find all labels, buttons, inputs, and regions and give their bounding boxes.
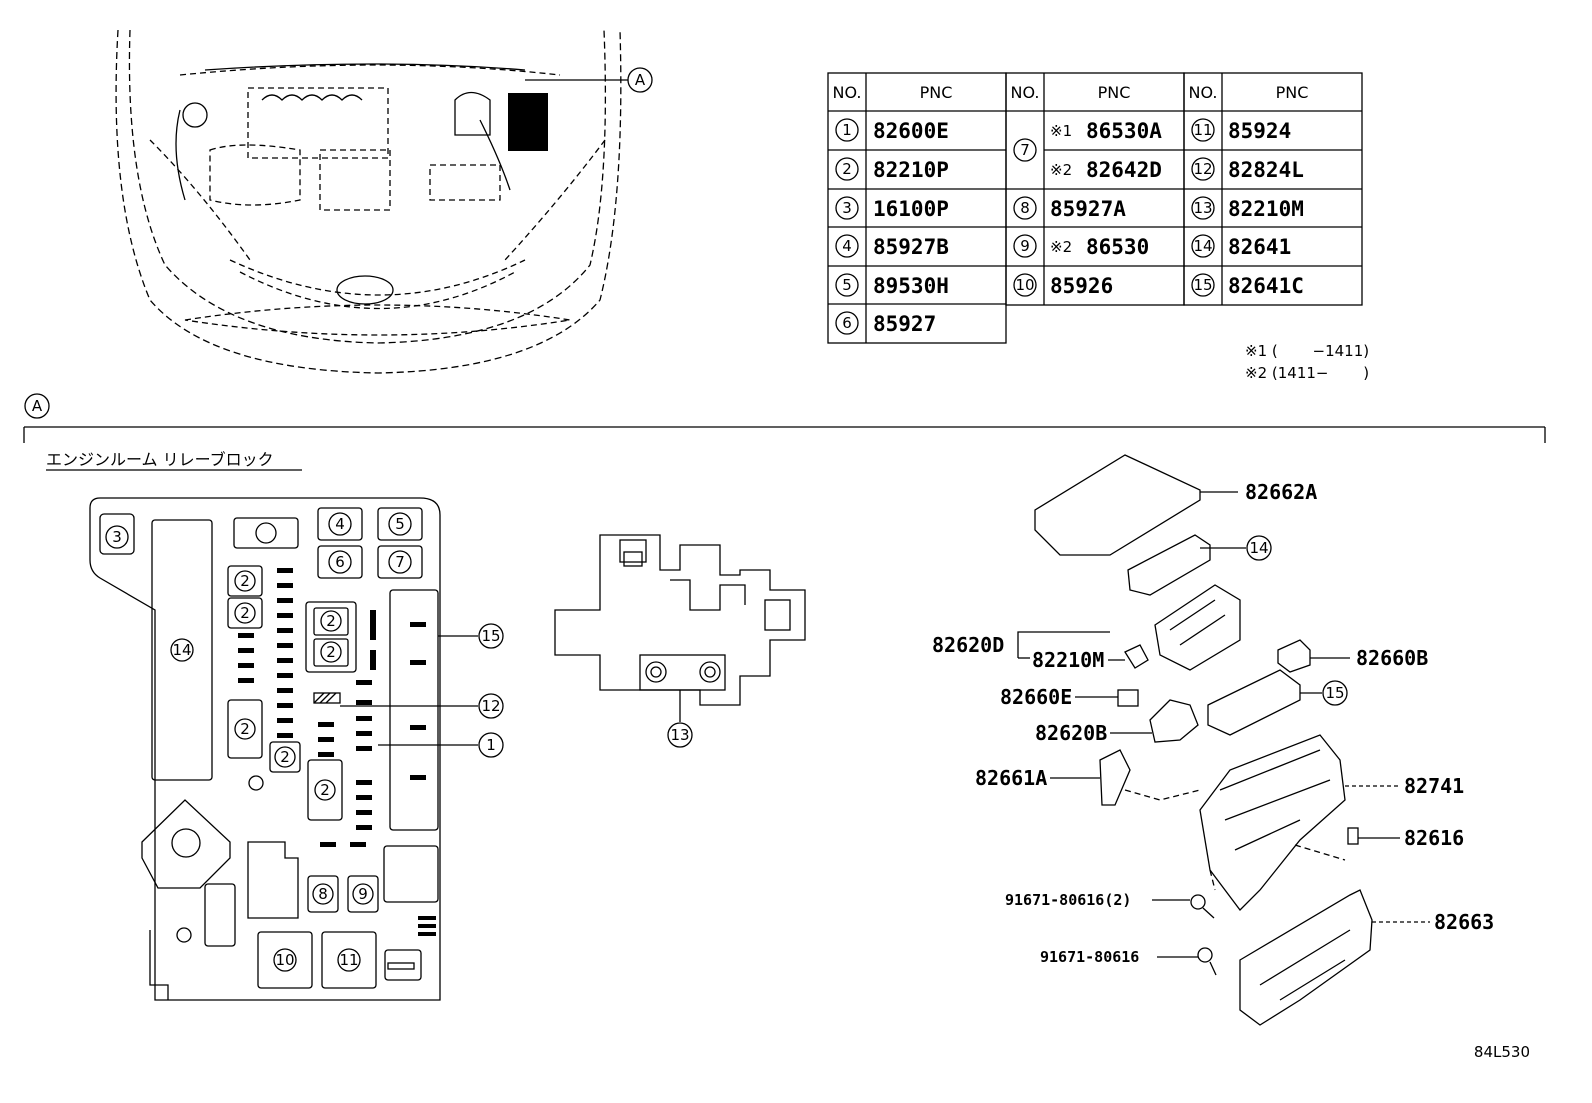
callout-13: 13 (670, 726, 689, 744)
table-row-no: 5 (842, 276, 852, 294)
table-row-no: 13 (1193, 199, 1212, 217)
engine-bay-view (115, 29, 653, 374)
table-row-pnc: 82210M (1228, 197, 1304, 221)
note-2: ※2 (1411− ) (1245, 364, 1369, 382)
note-1: ※1 ( −1411) (1245, 342, 1369, 360)
table-header-no: NO. (1189, 83, 1218, 102)
callout-2: 2 (326, 643, 336, 661)
table-row-pnc: 82642D (1086, 158, 1162, 182)
callout-8: 8 (318, 885, 328, 903)
table-row-pnc: 16100P (873, 197, 949, 221)
table-row-pnc: 82641C (1228, 274, 1304, 298)
table-row-no: 15 (1193, 276, 1212, 294)
table-row-pnc: 85926 (1050, 274, 1113, 298)
part-label-82663: 82663 (1434, 910, 1494, 934)
table-row-pnc: 85927B (873, 235, 949, 259)
table-header-no: NO. (833, 83, 862, 102)
callout-7: 7 (395, 553, 405, 571)
legend-table (827, 72, 1363, 344)
callout-14: 14 (1249, 539, 1268, 557)
callout-10: 10 (275, 951, 294, 969)
callout-1: 1 (486, 736, 496, 754)
table-row-pnc: 82641 (1228, 235, 1291, 259)
table-row-no: 11 (1193, 121, 1212, 139)
callout-4: 4 (335, 515, 345, 533)
table-header-pnc: PNC (1276, 83, 1309, 102)
table-row-pnc: 82824L (1228, 158, 1304, 182)
part-label-91671-80616: 91671-80616 (1040, 948, 1139, 966)
table-row-no: 4 (842, 237, 852, 255)
table-header-no: NO. (1011, 83, 1040, 102)
callout-11: 11 (339, 951, 358, 969)
table-row-no: 3 (842, 199, 852, 217)
relay-side-view (554, 534, 806, 748)
callout-2: 2 (240, 572, 250, 590)
table-row-no: 2 (842, 160, 852, 178)
table-row-pnc: 86530 (1086, 235, 1149, 259)
callout-2: 2 (320, 781, 330, 799)
part-label-82662A: 82662A (1245, 480, 1317, 504)
callout-2: 2 (326, 612, 336, 630)
part-label-82616: 82616 (1404, 826, 1464, 850)
table-row-mark: ※2 (1050, 161, 1072, 179)
table-row-no: 9 (1020, 237, 1030, 255)
table-row-pnc: 85924 (1228, 119, 1291, 143)
table-row-no: 1 (842, 121, 852, 139)
table-row-pnc: 85927 (873, 312, 936, 336)
table-row-no: 6 (842, 314, 852, 332)
table-header-pnc: PNC (1098, 83, 1131, 102)
callout-15: 15 (481, 627, 500, 645)
section-marker-A: A (32, 397, 43, 415)
table-row-mark: ※2 (1050, 238, 1072, 256)
part-label-91671-80616-qty2: 91671-80616(2) (1005, 891, 1131, 909)
callout-14: 14 (172, 641, 191, 659)
callout-6: 6 (335, 553, 345, 571)
table-row-pnc: 82210P (873, 158, 949, 182)
callout-12: 12 (481, 697, 500, 715)
table-row-no: 10 (1015, 276, 1034, 294)
part-label-82660E: 82660E (1000, 685, 1072, 709)
table-row-no: 14 (1193, 237, 1212, 255)
table-header-pnc: PNC (920, 83, 953, 102)
callout-2: 2 (240, 720, 250, 738)
callout-A-top: A (635, 71, 646, 89)
diagram-code: 84L530 (1474, 1043, 1530, 1061)
callout-15: 15 (1325, 684, 1344, 702)
section-divider (23, 393, 1546, 471)
callout-2: 2 (280, 748, 290, 766)
table-row-no: 8 (1020, 199, 1030, 217)
section-title: エンジンルーム リレーブロック (46, 450, 274, 469)
part-label-82741: 82741 (1404, 774, 1464, 798)
part-label-82620B: 82620B (1035, 721, 1107, 745)
table-row-no: 7 (1020, 141, 1030, 159)
exploded-view (1017, 454, 1430, 1026)
relay-block-top-view (89, 497, 504, 1001)
part-label-82210M: 82210M (1032, 648, 1104, 672)
callout-9: 9 (358, 885, 368, 903)
table-row-pnc: 89530H (873, 274, 949, 298)
table-row-pnc: 86530A (1086, 119, 1162, 143)
callout-3: 3 (112, 528, 122, 546)
table-row-pnc: 82600E (873, 119, 949, 143)
part-label-82620D: 82620D (932, 633, 1004, 657)
table-row-pnc: 85927A (1050, 197, 1126, 221)
callout-5: 5 (395, 515, 405, 533)
table-row-no: 12 (1193, 160, 1212, 178)
table-row-mark: ※1 (1050, 122, 1072, 140)
part-label-82660B: 82660B (1356, 646, 1428, 670)
callout-2: 2 (240, 604, 250, 622)
part-label-82661A: 82661A (975, 766, 1047, 790)
